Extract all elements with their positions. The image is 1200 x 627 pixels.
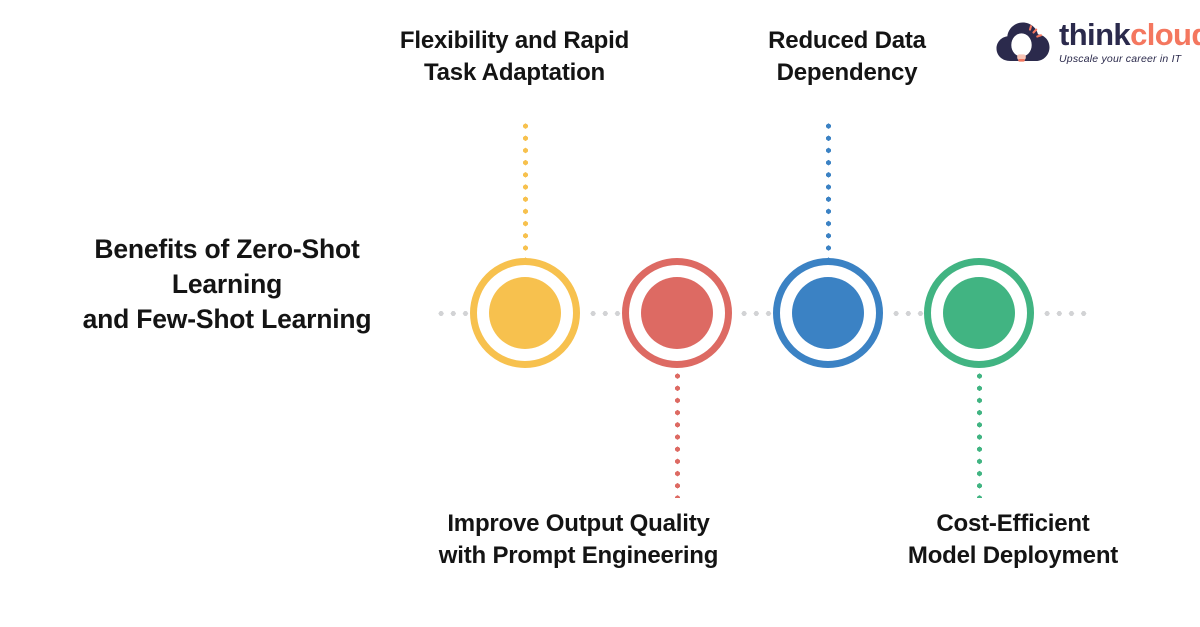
callout-label-1: Flexibility and Rapid Task Adaptation (352, 25, 677, 88)
callout-2-line-1: Improve Output Quality (447, 510, 710, 537)
callout-4-line-1: Cost-Efficient (936, 510, 1090, 537)
timeline-node-3[interactable] (773, 258, 883, 368)
timeline-node-3-core (792, 277, 864, 349)
callout-4-line-2: Model Deployment (907, 541, 1119, 569)
axis-segment-1-2 (587, 311, 639, 316)
stem-node-4 (977, 370, 982, 498)
brand-logo: thinkcloudly Upscale your career in IT (995, 12, 1200, 72)
page-title: Benefits of Zero-Shot Learning and Few-S… (42, 232, 412, 338)
timeline-node-1[interactable] (470, 258, 580, 368)
stem-node-2 (675, 370, 680, 498)
axis-segment-start (435, 311, 485, 316)
brand-name-think: think (1059, 17, 1131, 53)
brand-wordmark: thinkcloudly Upscale your career in IT (1059, 19, 1200, 65)
axis-segment-3-4 (890, 311, 942, 316)
timeline-node-2-core (641, 277, 713, 349)
page-title-line-1: Benefits of Zero-Shot (94, 234, 360, 264)
cloud-lightbulb-icon (995, 17, 1051, 67)
brand-name-cloudly: cloudly (1130, 17, 1200, 53)
callout-1-line-2: Task Adaptation (423, 58, 606, 86)
callout-3-line-1: Reduced Data (768, 27, 926, 54)
brand-tagline: Upscale your career in IT (1059, 53, 1182, 66)
stem-node-1 (523, 120, 528, 260)
callout-1-line-1: Flexibility and Rapid (399, 27, 630, 54)
timeline-node-4-core (943, 277, 1015, 349)
page-title-line-2: Learning (171, 269, 283, 300)
stem-node-3 (826, 120, 831, 260)
timeline-node-4[interactable] (924, 258, 1034, 368)
callout-2-line-2: with Prompt Engineering (438, 541, 719, 569)
page-title-line-3: and Few-Shot Learning (82, 304, 372, 335)
callout-label-2: Improve Output Quality with Prompt Engin… (396, 508, 761, 571)
callout-label-3: Reduced Data Dependency (712, 25, 982, 88)
timeline-node-2[interactable] (622, 258, 732, 368)
callout-3-line-2: Dependency (776, 58, 918, 86)
timeline-node-1-core (489, 277, 561, 349)
brand-name: thinkcloudly (1059, 19, 1200, 50)
callout-label-4: Cost-Efficient Model Deployment (868, 508, 1158, 571)
axis-segment-end (1041, 311, 1091, 316)
axis-segment-2-3 (738, 311, 790, 316)
